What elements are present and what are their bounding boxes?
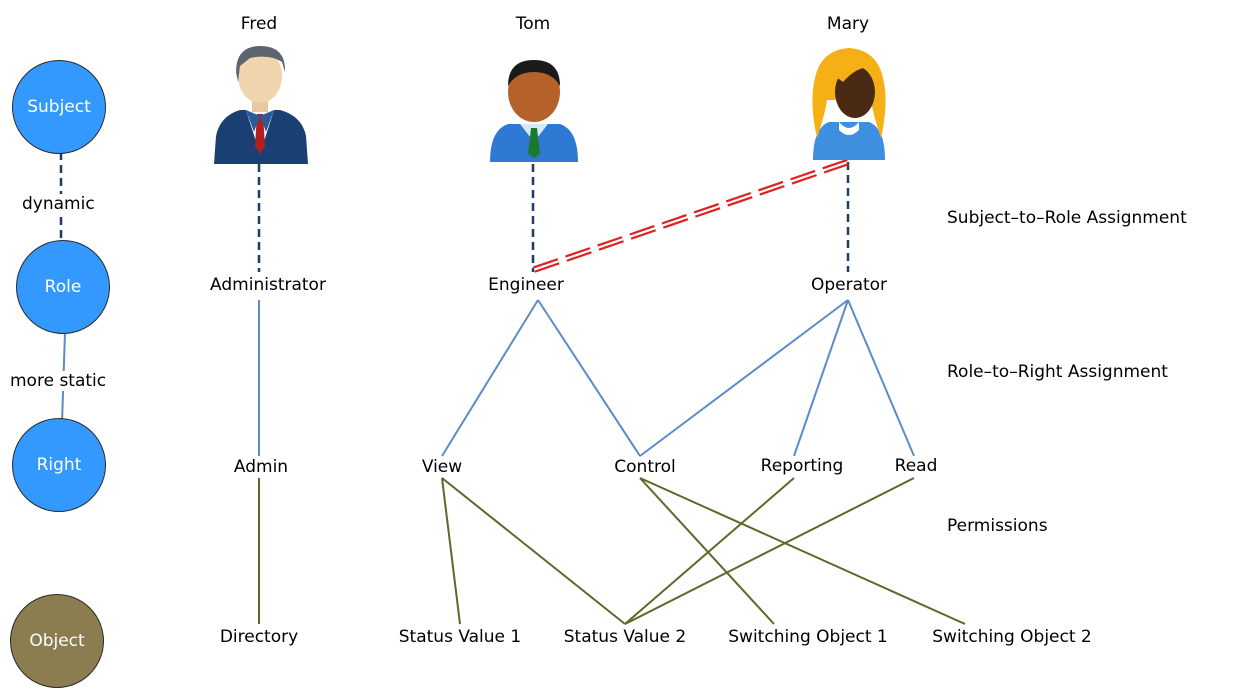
dynamic-edge-mary-engineer-a bbox=[531, 158, 848, 269]
edge-engineer-control bbox=[537, 299, 641, 457]
role-engineer: Engineer bbox=[488, 275, 564, 295]
dynamic-edge-mary-engineer-b bbox=[533, 163, 850, 274]
permission-read-status2 bbox=[624, 477, 915, 625]
subject-name-tom: Tom bbox=[515, 14, 551, 34]
legend-more-static-label: more static bbox=[10, 371, 107, 391]
annotation-role-to-right: Role–to–Right Assignment bbox=[947, 362, 1168, 382]
right-reporting: Reporting bbox=[760, 456, 844, 476]
right-read: Read bbox=[894, 456, 938, 476]
legend-subject-circle: Subject bbox=[12, 60, 106, 154]
right-view: View bbox=[421, 457, 463, 477]
permission-control-switch2 bbox=[639, 477, 966, 625]
edge-operator-control bbox=[639, 299, 849, 457]
role-operator: Operator bbox=[810, 275, 888, 295]
subject-name-mary: Mary bbox=[826, 14, 870, 34]
object-status-value-2: Status Value 2 bbox=[563, 627, 687, 647]
object-switching-object-2: Switching Object 2 bbox=[932, 627, 1092, 647]
legend-object-circle: Object bbox=[10, 594, 104, 688]
role-administrator: Administrator bbox=[210, 275, 326, 295]
edge-operator-read bbox=[847, 299, 915, 457]
permission-view-status2 bbox=[441, 477, 626, 625]
businessman-icon bbox=[214, 46, 308, 164]
right-control: Control bbox=[614, 457, 676, 477]
woman-person-icon bbox=[812, 48, 886, 160]
object-directory: Directory bbox=[219, 627, 299, 647]
permission-view-status1 bbox=[441, 477, 461, 625]
legend-role-circle: Role bbox=[16, 240, 110, 334]
edge-engineer-view bbox=[441, 299, 539, 457]
legend-object-label: Object bbox=[29, 631, 85, 651]
engineer-person-icon bbox=[490, 60, 578, 162]
annotation-subject-to-role: Subject–to–Role Assignment bbox=[947, 208, 1187, 228]
permission-reporting-status2 bbox=[624, 477, 795, 625]
legend-dynamic-label: dynamic bbox=[22, 194, 95, 214]
permission-control-switch1 bbox=[639, 477, 775, 625]
legend-subject-label: Subject bbox=[27, 97, 91, 117]
right-admin: Admin bbox=[233, 457, 289, 477]
legend-right-circle: Right bbox=[12, 418, 106, 512]
annotation-permissions: Permissions bbox=[947, 516, 1048, 536]
object-switching-object-1: Switching Object 1 bbox=[728, 627, 888, 647]
legend-role-label: Role bbox=[44, 277, 82, 297]
subject-name-fred: Fred bbox=[240, 14, 278, 34]
object-status-value-1: Status Value 1 bbox=[398, 627, 522, 647]
legend-right-label: Right bbox=[36, 455, 82, 475]
edge-operator-reporting bbox=[793, 299, 849, 457]
